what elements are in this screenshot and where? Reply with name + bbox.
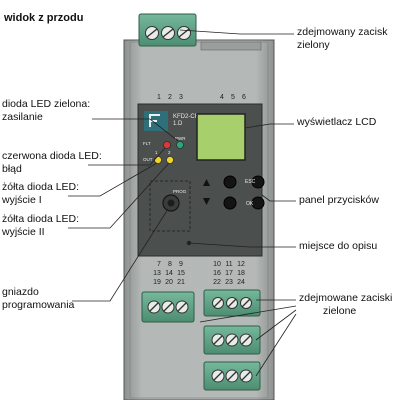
arrow-up-icon xyxy=(203,179,210,186)
term-top-3: 3 xyxy=(179,94,183,101)
led-pwr-text: PWR xyxy=(175,136,186,141)
bottom-left-terminal-block xyxy=(141,291,195,323)
term-top-2: 2 xyxy=(168,94,172,101)
red-led-label-line1: czerwona dioda LED: xyxy=(2,150,102,162)
term-12: 12 xyxy=(237,261,245,268)
top-terminal-label-line1: zdejmowany zacisk xyxy=(297,26,388,38)
term-11: 11 xyxy=(225,261,232,268)
term-9: 9 xyxy=(179,261,183,268)
term-top-4: 4 xyxy=(220,94,224,101)
prog-text: PROG xyxy=(173,189,187,194)
red-led-label-line2: błąd xyxy=(2,162,22,175)
yellow-led-2-label-line2: wyjście II xyxy=(2,225,45,238)
red-led-label: czerwona dioda LED: błąd xyxy=(2,150,102,175)
bottom-terminals-label-line1: zdejmowane zaciski xyxy=(299,292,393,304)
leader-bottom-2 xyxy=(199,305,297,323)
term-15: 15 xyxy=(177,270,185,277)
description-label: miejsce do opisu xyxy=(299,240,378,252)
term-top-1: 1 xyxy=(157,94,161,101)
yellow-led-2-label: żółta dioda LED: wyjście II xyxy=(2,213,79,238)
led-2-text: 2 xyxy=(168,150,171,155)
model-line1: KFD2-CRG2- xyxy=(173,114,209,120)
bottom-terminals-label-line2: zielone xyxy=(323,304,357,317)
green-led-label-line1: dioda LED zielona: xyxy=(2,98,91,110)
yellow-led-1-label: żółta dioda LED: wyjście I xyxy=(2,181,79,206)
term-23: 23 xyxy=(225,279,233,286)
button-down[interactable] xyxy=(223,196,237,210)
button-esc[interactable] xyxy=(251,175,265,189)
bottom-terminal-numbers: 7 8 9 13 14 15 19 20 21 10 11 12 16 17 1… xyxy=(153,261,245,286)
leader-buttons xyxy=(261,194,296,202)
leader-prog-socket xyxy=(72,208,169,302)
leader-red-led xyxy=(88,147,166,166)
term-19: 19 xyxy=(153,279,161,286)
lcd-label: wyświetlacz LCD xyxy=(297,116,377,128)
arrow-down-icon xyxy=(203,198,210,205)
leader-yellow-led-2 xyxy=(68,162,170,229)
button-up[interactable] xyxy=(223,175,237,189)
front-panel: KFD2-CRG2- 1.D FLT PWR OUT 1 2 ESC OK PR… xyxy=(137,103,265,257)
yellow-led-2-icon xyxy=(166,156,174,164)
prog-socket-label: gniazdo programowania xyxy=(2,286,74,311)
term-16: 16 xyxy=(213,270,221,277)
prog-socket-label-line2: programowania xyxy=(2,298,75,311)
led-flt-text: FLT xyxy=(143,141,151,146)
leader-lcd xyxy=(244,123,294,129)
green-led-icon xyxy=(176,141,184,149)
green-led-label: dioda LED zielona: zasilanie xyxy=(2,98,90,123)
term-13: 13 xyxy=(153,270,161,277)
leader-lines xyxy=(68,29,297,377)
term-14: 14 xyxy=(165,270,173,277)
leader-green-led xyxy=(92,118,179,142)
led-1-text: 1 xyxy=(155,150,158,155)
leader-top-terminal xyxy=(179,29,294,35)
term-24: 24 xyxy=(237,279,245,286)
esc-text: ESC xyxy=(245,179,256,185)
yellow-led-1-label-line2: wyjście I xyxy=(2,193,42,206)
term-top-6: 6 xyxy=(242,94,246,101)
bottom-terminals-label: zdejmowane zaciski zielone xyxy=(299,292,392,317)
yellow-led-1-icon xyxy=(154,156,162,164)
model-line2: 1.D xyxy=(173,121,183,127)
top-terminal-label: zdejmowany zacisk zielony xyxy=(297,26,387,51)
term-top-5: 5 xyxy=(231,94,235,101)
leader-description xyxy=(188,242,296,248)
leader-bottom-3 xyxy=(255,309,297,341)
yellow-led-1-label-line1: żółta dioda LED: xyxy=(2,181,80,193)
lcd-display xyxy=(196,113,246,161)
green-led-label-line2: zasilanie xyxy=(2,110,43,123)
button-ok[interactable] xyxy=(251,196,265,210)
term-10: 10 xyxy=(213,261,221,268)
led-out-text: OUT xyxy=(143,157,153,162)
top-terminal-screws xyxy=(145,26,191,40)
term-21: 21 xyxy=(177,279,185,286)
term-20: 20 xyxy=(165,279,173,286)
bottom-right-terminal-blocks xyxy=(203,289,261,391)
prog-socket-label-line1: gniazdo xyxy=(2,286,39,298)
term-18: 18 xyxy=(237,270,245,277)
red-led-icon xyxy=(163,141,171,149)
prog-area xyxy=(149,180,191,232)
term-7: 7 xyxy=(157,261,161,268)
buttons-label: panel przycisków xyxy=(299,194,379,206)
term-8: 8 xyxy=(168,261,172,268)
term-22: 22 xyxy=(213,279,221,286)
leader-bottom-4 xyxy=(255,313,297,377)
top-terminal-label-line2: zielony xyxy=(297,38,330,51)
term-17: 17 xyxy=(225,270,233,277)
ok-text: OK xyxy=(246,201,254,207)
leader-yellow-led-1 xyxy=(68,162,158,197)
page-title: widok z przodu xyxy=(4,12,84,24)
yellow-led-2-label-line1: żółta dioda LED: xyxy=(2,213,80,225)
